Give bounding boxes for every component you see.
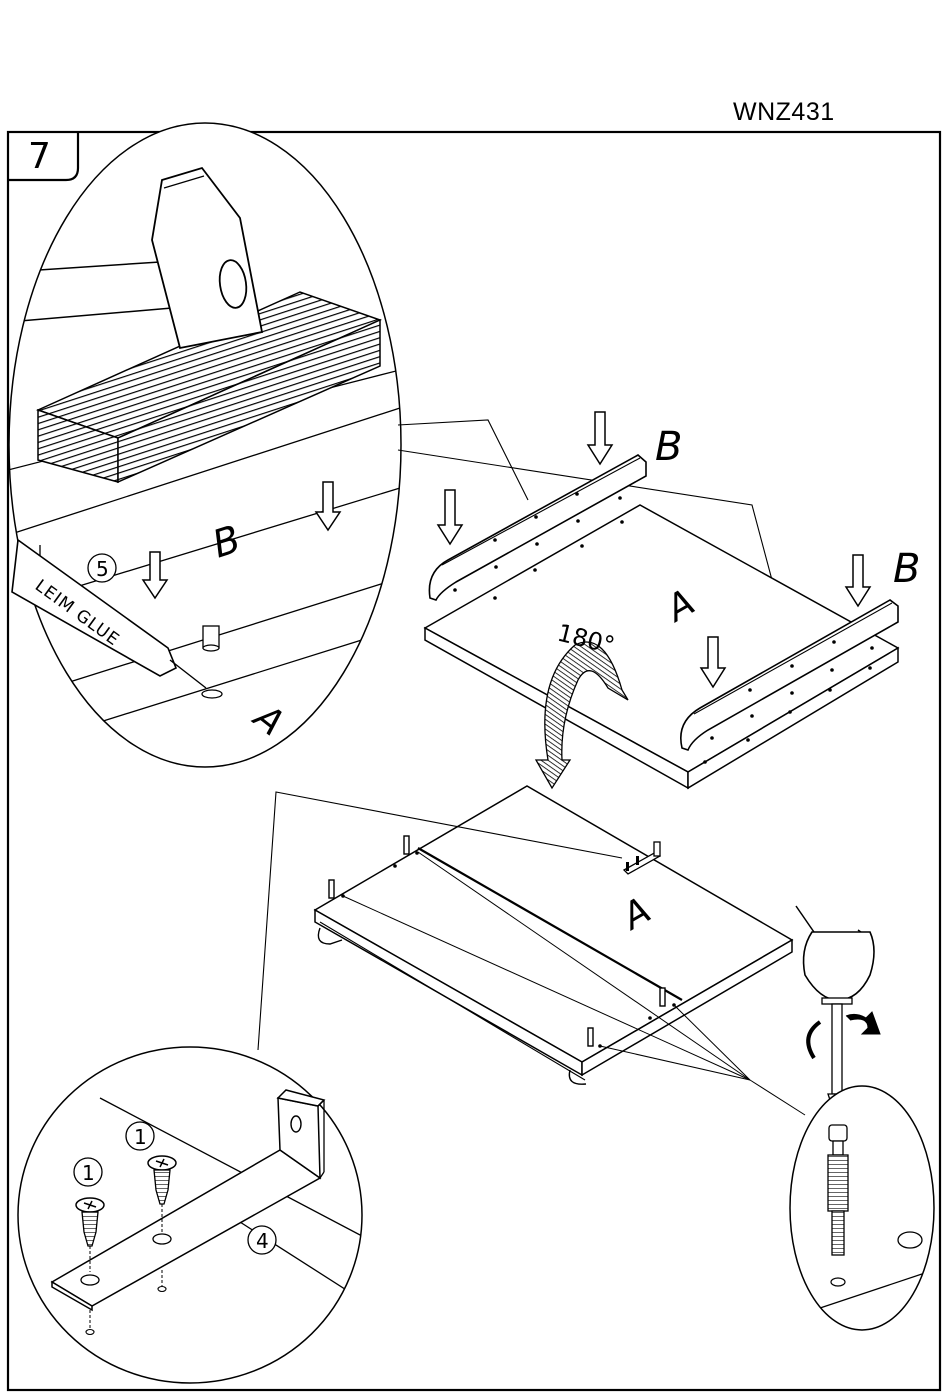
- rotate-arrow-icon: [808, 1012, 880, 1058]
- step-badge: 7: [8, 132, 78, 180]
- screw-callout-number: 1: [134, 1125, 147, 1149]
- rail-label-b: B: [655, 424, 682, 470]
- step-number: 7: [28, 136, 51, 177]
- down-arrow-icon: [438, 490, 462, 544]
- glue-detail-view: LEIM GLUE 5 B A: [8, 123, 401, 767]
- screw-callout-number: 1: [82, 1161, 95, 1185]
- flipped-assembly: A: [315, 786, 792, 1084]
- cam-bolt-detail-view: [790, 1086, 940, 1330]
- glue-callout-number: 5: [96, 557, 109, 581]
- screwdriver-icon: [796, 906, 874, 1112]
- bracket-detail-view: 1 1 4: [18, 1047, 362, 1383]
- rail-label-b: B: [893, 546, 920, 592]
- down-arrow-icon: [846, 555, 870, 606]
- bracket-callout-number: 4: [256, 1229, 269, 1253]
- exploded-assembly: B B A: [425, 412, 920, 788]
- down-arrow-icon: [588, 412, 612, 464]
